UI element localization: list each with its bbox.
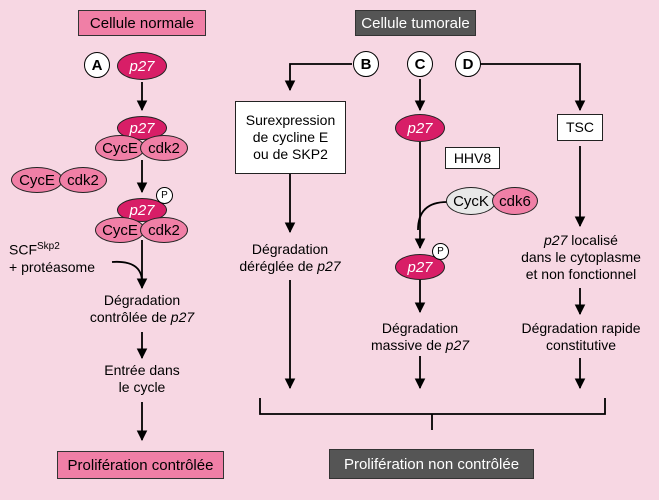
tumoral-cell-header: Cellule tumorale	[355, 10, 476, 36]
label-b: B	[353, 51, 379, 77]
bottom-bracket	[259, 398, 606, 415]
cyck-curve	[417, 201, 448, 231]
phospho-badge-a3: P	[156, 187, 173, 204]
normal-degradation-text: Dégradation contrôlée de p27	[89, 292, 195, 325]
cyce-oval-a3: CycE	[95, 217, 145, 243]
cdk2-oval-free: cdk2	[59, 167, 107, 193]
p27-oval-c1: p27	[395, 114, 445, 142]
cyce-oval-free: CycE	[11, 167, 63, 193]
d-degradation-text: Dégradation rapide constitutive	[521, 320, 641, 353]
cdk6-oval: cdk6	[492, 187, 538, 215]
scf-label: SCFSkp2 + protéasome	[9, 241, 95, 275]
phospho-badge-c2: P	[432, 243, 449, 260]
tsc-box: TSC	[557, 114, 603, 141]
b-degradation-text: Dégradation déréglée de p27	[239, 241, 341, 274]
p27-oval-a1: p27	[117, 52, 167, 80]
cyck-oval: CycK	[446, 187, 496, 215]
hhv8-box: HHV8	[445, 147, 500, 169]
cdk2-oval-a3: cdk2	[140, 217, 188, 243]
connector-to-b	[284, 63, 352, 92]
c-degradation-text: Dégradation massive de p27	[370, 320, 470, 353]
scf-curve	[111, 260, 143, 283]
connector-to-d	[480, 63, 586, 112]
overexpression-box: Surexpression de cycline E ou de SKP2	[235, 101, 346, 174]
controlled-proliferation-box: Prolifération contrôlée	[57, 451, 224, 479]
d-localisation-text: p27 localisé dans le cytoplasme et non f…	[521, 232, 641, 282]
label-c: C	[407, 51, 433, 77]
uncontrolled-proliferation-box: Prolifération non contrôlée	[329, 449, 534, 479]
cyce-oval-a2: CycE	[95, 135, 145, 161]
cycle-entry-text: Entrée dans le cycle	[104, 362, 180, 395]
cdk2-oval-a2: cdk2	[140, 135, 188, 161]
normal-cell-header: Cellule normale	[78, 10, 206, 36]
label-a: A	[84, 52, 110, 78]
label-d: D	[455, 51, 481, 77]
